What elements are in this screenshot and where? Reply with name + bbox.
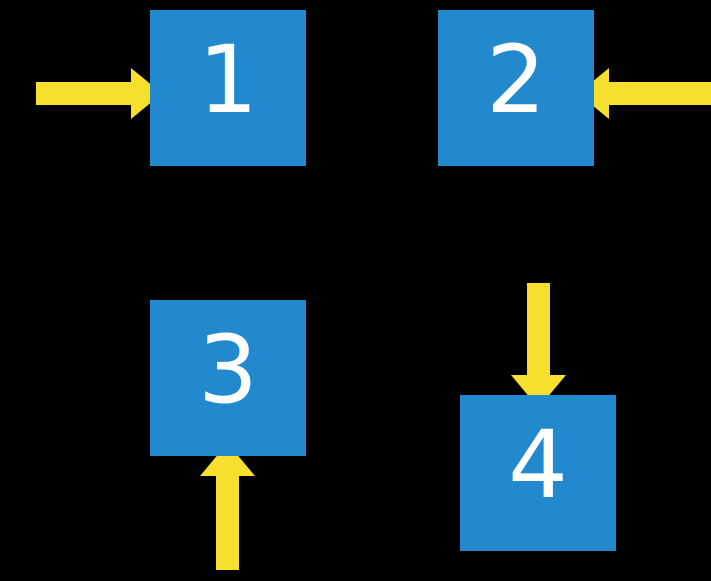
node-box-3[interactable] <box>150 300 306 456</box>
node-box-2[interactable] <box>438 10 594 166</box>
node-box-4[interactable] <box>460 395 616 551</box>
node-label-4: 4 <box>508 411 568 520</box>
arrow-down-shape <box>511 283 566 408</box>
arrow-up-shape <box>200 443 255 570</box>
node-box-1[interactable] <box>150 10 306 166</box>
arrow-right-shape <box>36 68 162 119</box>
node-label-3: 3 <box>198 316 258 425</box>
arrow-left-shape <box>578 68 711 119</box>
node-label-2: 2 <box>486 26 546 135</box>
node-label-1: 1 <box>198 26 258 135</box>
